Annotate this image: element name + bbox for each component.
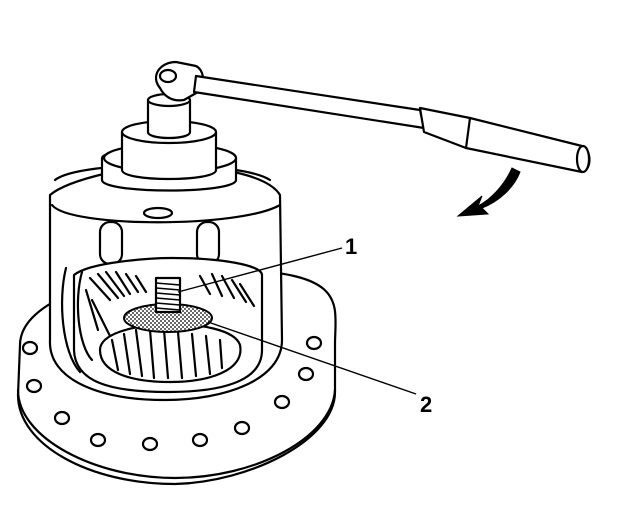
rotation-arrow-icon	[456, 167, 521, 217]
callout-label-1: 1	[345, 234, 357, 259]
leader-line-1	[177, 247, 343, 293]
callout-leaders	[177, 247, 417, 395]
callout-label-2: 2	[420, 392, 432, 417]
tool-adapter	[100, 92, 238, 192]
case-window	[61, 256, 264, 394]
ratchet-wrench	[154, 60, 591, 174]
pinion-shaft-thread	[154, 276, 182, 314]
flange-bolt-holes	[21, 335, 323, 452]
leader-line-2	[207, 321, 417, 395]
